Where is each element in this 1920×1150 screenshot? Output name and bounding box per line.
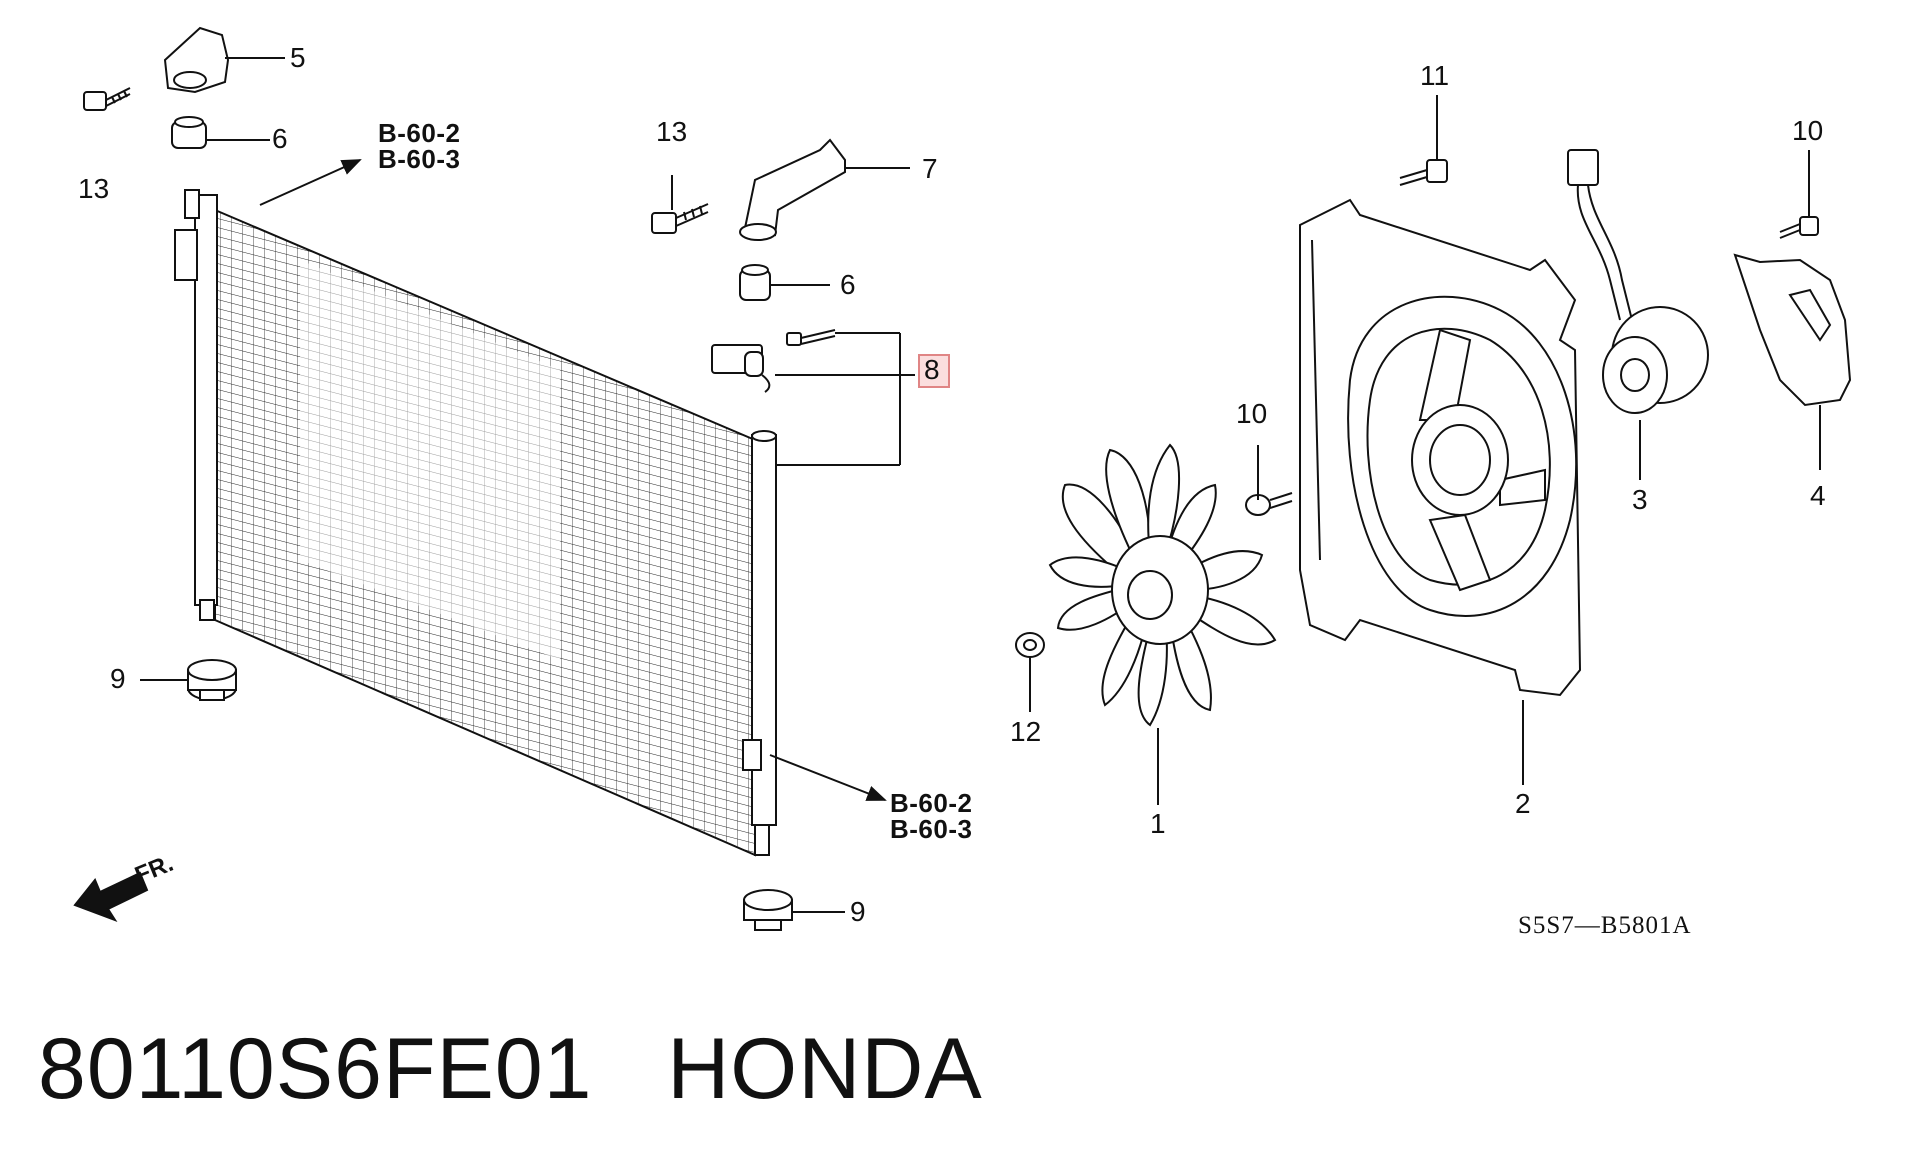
callout-1: 1 xyxy=(1150,808,1166,839)
ref-arrow-top xyxy=(259,159,362,206)
reference-bottom: B-60-2 B-60-3 xyxy=(890,790,972,842)
reference-bottom-1: B-60-2 xyxy=(890,788,973,818)
callout-10-center: 10 xyxy=(1236,398,1268,429)
cushion-6-center xyxy=(739,264,830,301)
callout-8: 8 xyxy=(924,354,940,385)
bracket-5 xyxy=(163,26,285,94)
condenser-left-tank xyxy=(194,194,218,606)
ref-arrow-bottom xyxy=(769,754,887,801)
callout-3: 3 xyxy=(1632,484,1648,515)
bolt-13-center xyxy=(651,175,709,234)
front-arrow-icon xyxy=(73,871,149,922)
caption-brand: HONDA xyxy=(667,1021,983,1117)
bolt-10-right xyxy=(1779,150,1819,239)
callout-9-left: 9 xyxy=(110,663,126,694)
bracket-7 xyxy=(739,138,910,241)
clip-8 xyxy=(711,329,915,466)
reference-top: B-60-2 B-60-3 xyxy=(378,120,460,172)
caption-part-number: 80110S6FE01 xyxy=(38,1021,593,1117)
callout-6-center: 6 xyxy=(840,269,856,300)
condenser xyxy=(174,189,777,857)
callout-4: 4 xyxy=(1810,480,1826,511)
fan-motor xyxy=(1567,149,1709,480)
callout-2: 2 xyxy=(1515,788,1531,819)
caption: 80110S6FE01 HONDA xyxy=(38,1020,983,1119)
callout-6-left: 6 xyxy=(272,123,288,154)
grommet-9-left xyxy=(140,659,237,701)
grommet-9-bottom xyxy=(743,889,845,931)
bolt-11 xyxy=(1399,95,1448,186)
callout-13-center: 13 xyxy=(656,116,688,147)
cushion-6-left xyxy=(171,116,270,149)
bolt-13-left xyxy=(83,87,131,111)
callout-11: 11 xyxy=(1420,60,1450,91)
callout-10-right: 10 xyxy=(1792,115,1824,146)
bolt-10-center xyxy=(1245,445,1293,516)
callout-12: 12 xyxy=(1010,716,1042,747)
nut-12 xyxy=(1015,632,1045,712)
callout-7: 7 xyxy=(922,153,938,184)
reference-top-2: B-60-3 xyxy=(378,144,461,174)
fan xyxy=(1048,443,1277,805)
callout-8-highlight xyxy=(918,354,950,388)
reference-top-1: B-60-2 xyxy=(378,118,461,148)
motor-cover xyxy=(1733,253,1852,470)
diagram-code: S5S7—B5801A xyxy=(1518,912,1692,939)
fan-shroud xyxy=(1299,198,1582,785)
callout-5: 5 xyxy=(290,42,306,73)
reference-bottom-2: B-60-3 xyxy=(890,814,973,844)
callout-13-left: 13 xyxy=(78,173,110,204)
callout-9-bottom: 9 xyxy=(850,896,866,927)
